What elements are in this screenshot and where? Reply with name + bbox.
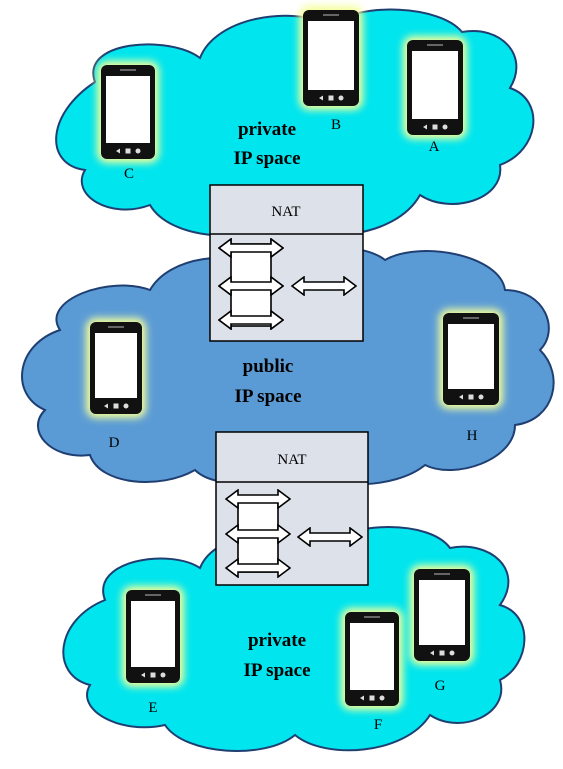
phone-speaker	[364, 616, 380, 618]
back-button-icon	[430, 650, 434, 656]
phone-label-h: H	[467, 428, 478, 444]
back-button-icon	[116, 148, 120, 154]
zone-label-line2: IP space	[243, 660, 310, 681]
home-button-icon	[439, 650, 445, 656]
smartphone-icon	[299, 6, 363, 110]
home-button-icon	[150, 672, 156, 678]
back-button-icon	[423, 124, 427, 130]
phone-speaker	[108, 326, 124, 328]
zone-label-line1: public	[243, 356, 294, 377]
phone-speaker	[145, 594, 161, 596]
menu-button-icon	[449, 650, 455, 656]
back-button-icon	[141, 672, 145, 678]
phone-screen	[95, 333, 137, 398]
phone-speaker	[120, 69, 136, 71]
zone-label-line2: IP space	[234, 386, 301, 407]
phone-label-d: D	[109, 435, 120, 451]
nat-title: NAT	[277, 452, 306, 468]
zone-label-line2: IP space	[233, 148, 300, 169]
phone-speaker	[323, 14, 339, 16]
menu-button-icon	[160, 672, 166, 678]
back-button-icon	[319, 95, 323, 101]
nat-box-bottom: NAT	[215, 431, 369, 586]
nat-title: NAT	[271, 204, 300, 220]
phone-label-f: F	[374, 717, 382, 733]
menu-button-icon	[338, 95, 344, 101]
smartphone-icon	[410, 565, 474, 665]
zone-label-line1: private	[248, 630, 306, 651]
back-button-icon	[360, 695, 364, 701]
smartphone-icon	[97, 61, 159, 163]
home-button-icon	[328, 95, 334, 101]
home-button-icon	[125, 148, 131, 154]
menu-button-icon	[135, 148, 141, 154]
phone-label-e: E	[148, 700, 157, 716]
phone-screen	[412, 51, 458, 119]
phone-speaker	[434, 573, 450, 575]
phone-screen	[308, 21, 354, 90]
smartphone-icon	[122, 586, 184, 687]
smartphone-icon	[403, 36, 467, 139]
menu-button-icon	[123, 403, 129, 409]
home-button-icon	[468, 394, 474, 400]
phone-label-b: B	[331, 117, 341, 133]
phone-speaker	[427, 44, 443, 46]
public-cloud: public IP space	[21, 246, 555, 486]
phone-screen	[106, 76, 150, 143]
smartphone-icon	[439, 309, 503, 409]
phone-label-c: C	[124, 166, 134, 182]
phone-speaker	[463, 317, 479, 319]
phone-screen	[131, 601, 175, 667]
menu-button-icon	[379, 695, 385, 701]
phone-label-a: A	[429, 139, 440, 155]
devices	[86, 6, 503, 710]
zone-label-line1: private	[238, 119, 296, 140]
phone-screen	[350, 623, 394, 690]
menu-button-icon	[478, 394, 484, 400]
home-button-icon	[432, 124, 438, 130]
home-button-icon	[113, 403, 119, 409]
nat-box-top: NAT	[209, 184, 364, 342]
smartphone-icon	[341, 608, 403, 710]
menu-button-icon	[442, 124, 448, 130]
phone-label-g: G	[435, 678, 446, 694]
home-button-icon	[369, 695, 375, 701]
phone-screen	[448, 324, 494, 389]
smartphone-icon	[86, 318, 146, 418]
back-button-icon	[104, 403, 108, 409]
phone-screen	[419, 580, 465, 645]
back-button-icon	[459, 394, 463, 400]
